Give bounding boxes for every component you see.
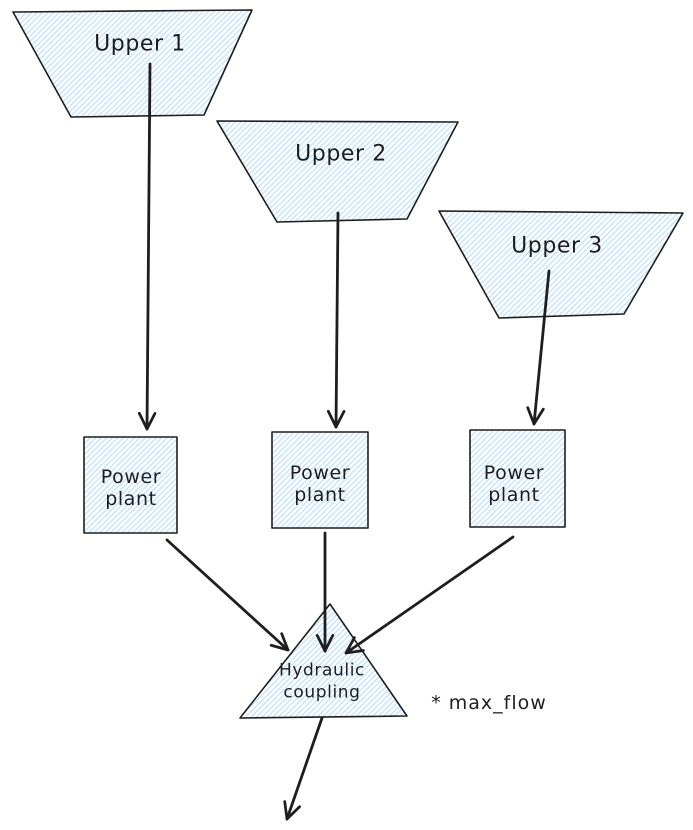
max-flow-annotation: * max_flow <box>431 692 547 714</box>
plant2-label: Power plant <box>290 462 350 506</box>
hydraulic-coupling-shape <box>239 603 408 719</box>
power-plant1-shape <box>83 436 178 534</box>
arrow-coupling-outflow <box>283 716 324 821</box>
arrow-upper2-to-plant2 <box>326 211 346 429</box>
power-plant2-shape <box>271 431 369 529</box>
arrow-upper1-to-plant1 <box>137 62 157 431</box>
plant2-label-line2: plant <box>294 484 346 506</box>
reservoir-upper2-shape <box>216 120 459 223</box>
arrow-plant3-to-coupling <box>344 535 515 655</box>
coupling-label-line1: Hydraulic <box>278 660 366 681</box>
plant3-label-line1: Power <box>483 461 545 484</box>
plant1-label-line1: Power <box>100 465 162 488</box>
plant3-label: Power plant <box>484 462 544 506</box>
reservoir-upper1-shape <box>12 9 253 118</box>
upper2-label: Upper 2 <box>295 141 387 167</box>
arrow-plant1-to-coupling <box>165 538 290 652</box>
coupling-label: Hydraulic coupling <box>279 660 365 705</box>
arrow-upper3-to-plant3 <box>526 269 551 426</box>
plant1-label-line2: plant <box>105 488 157 510</box>
upper1-label: Upper 1 <box>94 31 186 57</box>
plant1-label: Power plant <box>101 466 161 510</box>
upper3-label: Upper 3 <box>511 233 603 259</box>
coupling-label-line2: coupling <box>283 683 361 703</box>
plant2-label-line1: Power <box>289 461 351 484</box>
reservoir-upper3-shape <box>438 210 684 319</box>
plant3-label-line2: plant <box>488 484 540 506</box>
power-plant3-shape <box>469 429 566 528</box>
